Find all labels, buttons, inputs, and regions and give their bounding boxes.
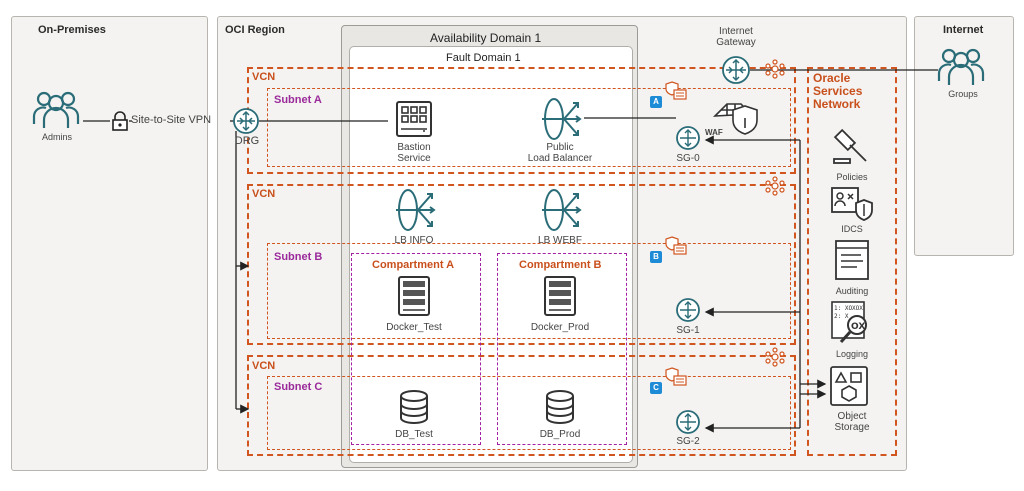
- people-icon: [32, 91, 80, 128]
- vcn-2-label: VCN: [252, 188, 276, 200]
- server-icon: [396, 101, 432, 137]
- lb-public-label-1: Public: [546, 142, 574, 153]
- document-icon: [835, 240, 869, 280]
- database-icon: [546, 390, 574, 424]
- id-badge-icon: [831, 187, 873, 221]
- bastion-label-1: Bastion: [397, 142, 431, 153]
- internet-gateway-label-2: Gateway: [716, 37, 756, 48]
- internet-panel: [914, 16, 1014, 256]
- vcn-3-hub-icon: [765, 347, 785, 367]
- subnet-b-box: [267, 243, 791, 339]
- docker-test-label: Docker_Test: [386, 322, 442, 333]
- security-group-icon: [676, 298, 700, 322]
- idcs-label: IDCS: [841, 224, 863, 234]
- subnet-b-tag: B: [650, 251, 662, 263]
- oci-region-title: OCI Region: [225, 24, 285, 36]
- db-prod-label: DB_Prod: [539, 429, 581, 440]
- oracle-services-title-1: Oracle: [813, 71, 851, 85]
- load-balancer-icon: [542, 189, 582, 231]
- router-icon: [233, 108, 259, 134]
- lb-public-label-2: Load Balancer: [527, 153, 593, 164]
- subnet-a-label: Subnet A: [274, 94, 322, 106]
- docker-prod-label: Docker_Prod: [530, 322, 590, 333]
- people-icon: [937, 48, 985, 85]
- subnet-c-security-list-icon: [665, 367, 687, 386]
- on-premises-title: On-Premises: [38, 24, 106, 36]
- object-storage-icon: [830, 366, 868, 406]
- object-storage-label-1: Object: [837, 411, 867, 422]
- groups-label: Groups: [948, 89, 978, 99]
- subnet-c-tag: C: [650, 382, 662, 394]
- oracle-services-network-box: [807, 67, 897, 456]
- compartment-b-label: Compartment B: [519, 259, 602, 271]
- security-group-icon: [676, 410, 700, 434]
- logging-icon-line-1: 1: XOXOX: [834, 305, 863, 312]
- gateway-icon: [722, 56, 750, 84]
- magnifier-icon: 1: XOXOX 2: X OX: [831, 301, 867, 344]
- database-icon: [400, 390, 428, 424]
- sg2-label: SG-2: [676, 436, 700, 447]
- policies-label: Policies: [836, 172, 868, 182]
- subnet-b-security-list-icon: [665, 236, 687, 255]
- logging-label: Logging: [835, 349, 869, 359]
- oracle-services-title-2: Services: [813, 84, 863, 98]
- vcn-1-hub-icon: [765, 59, 785, 79]
- svg-text:OX: OX: [851, 322, 865, 332]
- logging-icon-line-2: 2: X: [834, 313, 849, 320]
- db-test-label: DB_Test: [395, 429, 433, 440]
- lb-webf-label: LB WEBF: [538, 235, 582, 246]
- lock-icon: [112, 111, 128, 131]
- vcn-1-label: VCN: [252, 71, 276, 83]
- oracle-services-title-3: Network: [813, 97, 861, 111]
- admins-label: Admins: [41, 132, 73, 142]
- on-premises-panel: [11, 16, 208, 471]
- object-storage-label-2: Storage: [834, 422, 870, 433]
- waf-label: WAF: [705, 128, 723, 137]
- drg-label: DRG: [234, 135, 260, 147]
- compartment-a-label: Compartment A: [372, 259, 455, 271]
- subnet-c-label: Subnet C: [274, 381, 323, 393]
- firewall-icon: [712, 103, 758, 135]
- internet-gateway-label-1: Internet: [719, 26, 753, 37]
- subnet-a-box: [267, 88, 791, 167]
- bastion-label-2: Service: [397, 153, 431, 164]
- availability-domain-title: Availability Domain 1: [430, 31, 542, 45]
- fault-domain-title: Fault Domain 1: [446, 52, 521, 64]
- load-balancer-icon: [396, 189, 436, 231]
- security-group-icon: [676, 126, 700, 150]
- subnet-a-tag: A: [650, 96, 662, 108]
- subnet-a-security-list-icon: [665, 81, 687, 100]
- sg0-label: SG-0: [676, 153, 700, 164]
- subnet-b-label: Subnet B: [274, 251, 323, 263]
- internet-title: Internet: [943, 24, 984, 36]
- subnet-c-box: [267, 376, 791, 450]
- vcn-2-hub-icon: [765, 176, 785, 196]
- vpn-label: Site-to-Site VPN: [131, 114, 212, 126]
- vcn-3-label: VCN: [252, 360, 276, 372]
- lb-info-label: LB INFO: [394, 235, 434, 246]
- load-balancer-icon: [542, 98, 582, 140]
- gavel-icon: [833, 128, 867, 164]
- rack-icon: [544, 276, 576, 316]
- sg1-label: SG-1: [676, 325, 700, 336]
- auditing-label: Auditing: [835, 286, 869, 296]
- compartment-a-box: [351, 253, 481, 445]
- rack-icon: [398, 276, 430, 316]
- compartment-b-box: [497, 253, 627, 445]
